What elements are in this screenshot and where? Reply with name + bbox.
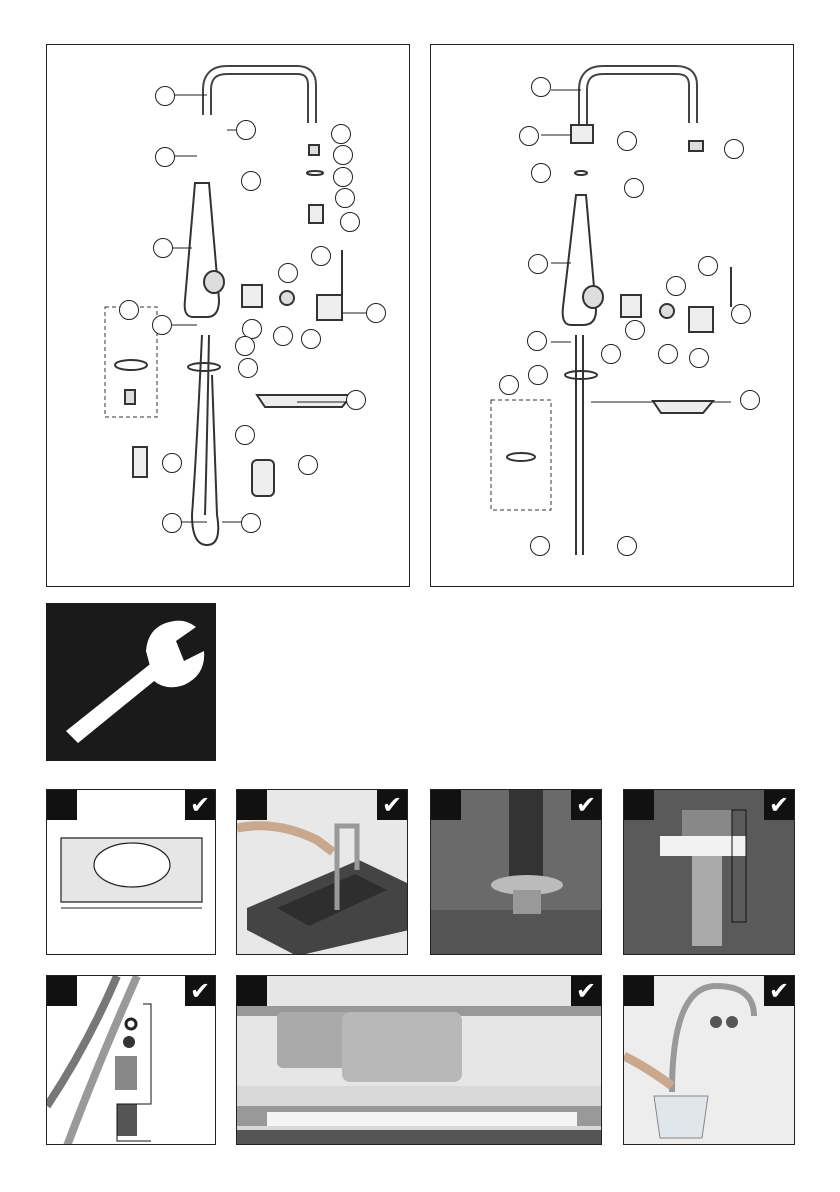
callout bbox=[333, 145, 353, 165]
step-panel: ✔ bbox=[236, 789, 408, 955]
checkmark-icon: ✔ bbox=[764, 976, 794, 1006]
callout bbox=[528, 365, 548, 385]
callout bbox=[698, 256, 718, 276]
callout bbox=[236, 120, 256, 140]
callout bbox=[340, 212, 360, 232]
callout bbox=[278, 263, 298, 283]
callout bbox=[499, 375, 519, 395]
under-sink-photo bbox=[237, 976, 602, 1145]
callout bbox=[155, 147, 175, 167]
callout bbox=[724, 139, 744, 159]
step-number-box bbox=[431, 790, 461, 820]
step-panel: ✔ bbox=[623, 789, 795, 955]
step-number-box bbox=[237, 790, 267, 820]
faucet-drawing-left bbox=[47, 45, 411, 588]
step-panel: ✔ bbox=[430, 789, 602, 955]
callout bbox=[658, 344, 678, 364]
checkmark-icon: ✔ bbox=[571, 790, 601, 820]
callout bbox=[531, 77, 551, 97]
exploded-diagram-left bbox=[46, 44, 410, 587]
callout bbox=[335, 188, 355, 208]
step-number-box bbox=[47, 976, 77, 1006]
step-number-box bbox=[237, 976, 267, 1006]
callout bbox=[298, 455, 318, 475]
callout bbox=[235, 336, 255, 356]
callout bbox=[731, 304, 751, 324]
callout bbox=[519, 126, 539, 146]
step-panel: ✔ bbox=[623, 975, 795, 1145]
checkmark-icon: ✔ bbox=[377, 790, 407, 820]
checkmark-icon: ✔ bbox=[764, 790, 794, 820]
callout bbox=[311, 246, 331, 266]
callout bbox=[162, 513, 182, 533]
callout bbox=[301, 329, 321, 349]
callout bbox=[624, 178, 644, 198]
callout bbox=[152, 315, 172, 335]
callout bbox=[333, 167, 353, 187]
callout bbox=[617, 536, 637, 556]
callout bbox=[366, 303, 386, 323]
checkmark-icon: ✔ bbox=[571, 976, 601, 1006]
callout bbox=[235, 425, 255, 445]
callout bbox=[153, 238, 173, 258]
callout bbox=[666, 276, 686, 296]
callout bbox=[346, 390, 366, 410]
callout bbox=[527, 331, 547, 351]
callout bbox=[155, 86, 175, 106]
wrench-icon bbox=[46, 603, 216, 761]
step-number-box bbox=[624, 790, 654, 820]
callout bbox=[530, 536, 550, 556]
checkmark-icon: ✔ bbox=[185, 976, 215, 1006]
step-number-box bbox=[47, 790, 77, 820]
step-number-box bbox=[624, 976, 654, 1006]
step-panel: ✔ bbox=[236, 975, 602, 1145]
checkmark-icon: ✔ bbox=[185, 790, 215, 820]
callout bbox=[601, 344, 621, 364]
step-panel: ✔ bbox=[46, 975, 216, 1145]
step-panel: ✔ bbox=[46, 789, 216, 955]
callout bbox=[241, 513, 261, 533]
callout bbox=[119, 300, 139, 320]
callout bbox=[273, 326, 293, 346]
callout bbox=[241, 171, 261, 191]
callout bbox=[689, 348, 709, 368]
callout bbox=[238, 358, 258, 378]
callout bbox=[331, 124, 351, 144]
callout bbox=[162, 453, 182, 473]
callout bbox=[617, 131, 637, 151]
callout bbox=[740, 390, 760, 410]
callout bbox=[528, 254, 548, 274]
callout bbox=[531, 163, 551, 183]
callout bbox=[625, 320, 645, 340]
